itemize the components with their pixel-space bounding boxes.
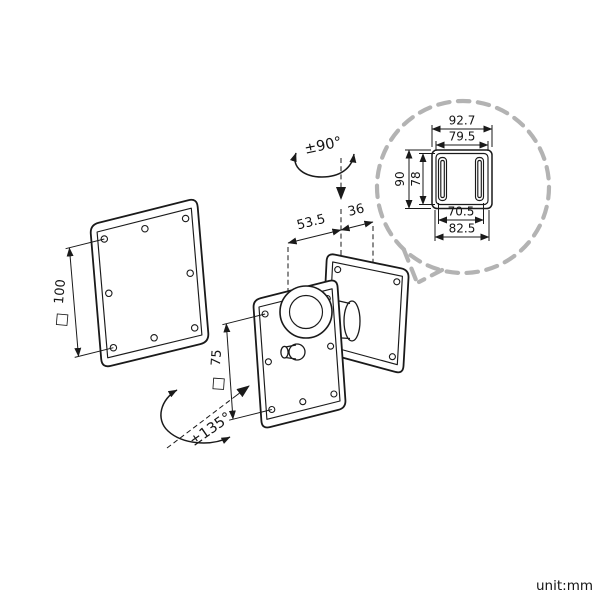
dimension-label-90: 90 xyxy=(393,171,407,186)
extension-line xyxy=(228,409,272,421)
dimension-92-7: 92.7 xyxy=(431,114,493,147)
tilt-axis-arrow xyxy=(232,385,250,399)
detail-slot xyxy=(474,156,485,202)
mounting-hole xyxy=(393,278,401,286)
mounting-hole xyxy=(190,324,199,332)
unit-label: unit:mm xyxy=(536,578,593,594)
detail-plate-inner-line xyxy=(435,152,489,206)
square-dimension-symbol: □ xyxy=(51,312,70,328)
tilt-knob-shaft xyxy=(285,344,297,348)
mounting-hole xyxy=(299,398,307,406)
dimension-label-82-5: 82.5 xyxy=(449,222,476,236)
mounting-hole xyxy=(150,334,158,342)
swivel-rotation-arrow xyxy=(289,152,357,178)
tilt-knob xyxy=(280,343,306,361)
dimension-36: 36 xyxy=(340,201,374,262)
square-dimension-symbol: □ xyxy=(208,376,227,391)
dimension-75: 75 □ xyxy=(208,313,272,421)
mounting-hole xyxy=(186,269,194,277)
dimension-label-75: 75 xyxy=(209,349,225,367)
dimension-78: 78 xyxy=(409,153,435,205)
dimension-label-53-5: 53.5 xyxy=(295,212,327,234)
dimension-line xyxy=(340,220,374,232)
mounting-hole xyxy=(105,289,113,298)
monitor-plate-outline xyxy=(89,198,210,368)
dimension-line xyxy=(66,247,82,357)
tilt-rotation-label: ±135° xyxy=(187,410,235,450)
rotation-tilt: ±135° xyxy=(160,389,235,450)
detail-slot-inner xyxy=(440,159,445,199)
dimension-label-100: 100 xyxy=(52,279,69,305)
mounting-hole xyxy=(334,266,342,274)
callout-tail xyxy=(401,247,419,283)
extension-line xyxy=(65,238,105,250)
dimension-70-5: 70.5 xyxy=(438,203,484,224)
pivot-collar-inner xyxy=(288,294,324,330)
dimension-100: 100 □ xyxy=(51,238,114,358)
rotation-swivel: ±90° xyxy=(289,134,357,178)
mounting-hole xyxy=(141,224,149,233)
dimension-label-36: 36 xyxy=(346,201,366,220)
tilt-rotation-arrow xyxy=(160,389,231,444)
tilt-knob-cap xyxy=(280,345,289,359)
callout-tail xyxy=(416,267,445,285)
mounting-hole xyxy=(330,390,338,398)
callout-circle xyxy=(374,98,552,276)
mounting-hole xyxy=(264,358,272,366)
dimension-label-79-5: 79.5 xyxy=(449,130,476,144)
mounting-hole xyxy=(181,214,190,223)
detail-slot-inner xyxy=(477,159,482,199)
monitor-plate xyxy=(89,198,210,368)
dimension-90: 90 xyxy=(393,149,431,209)
tilt-knob-shaft xyxy=(285,356,297,360)
dimension-label-92-7: 92.7 xyxy=(449,114,476,128)
tilt-knob-base xyxy=(288,343,306,361)
wall-plate-outline xyxy=(321,253,410,374)
mounting-hole xyxy=(388,353,396,361)
pivot-cylinder-flange xyxy=(343,300,361,342)
dimension-label-78: 78 xyxy=(409,171,423,186)
detail-slot xyxy=(437,156,448,202)
swivel-rotation-label: ±90° xyxy=(303,134,343,158)
wall-plate-detail-view: 92.7 79.5 90 78 70.5 xyxy=(393,114,493,241)
dimension-79-5: 79.5 xyxy=(435,130,489,151)
dimension-82-5: 82.5 xyxy=(434,210,490,241)
dimension-label-70-5: 70.5 xyxy=(448,205,475,219)
dimension-line xyxy=(287,228,342,245)
pivot-collar xyxy=(279,285,333,339)
extension-line xyxy=(222,313,266,326)
pivot-collar-outer xyxy=(279,285,333,339)
dimension-line xyxy=(223,323,236,420)
mounting-hole xyxy=(109,343,118,352)
mounting-hole xyxy=(327,342,335,350)
monitor-plate-inner-line xyxy=(96,207,203,359)
detail-callout xyxy=(374,98,552,285)
dimension-53-5: 53.5 xyxy=(287,212,342,291)
